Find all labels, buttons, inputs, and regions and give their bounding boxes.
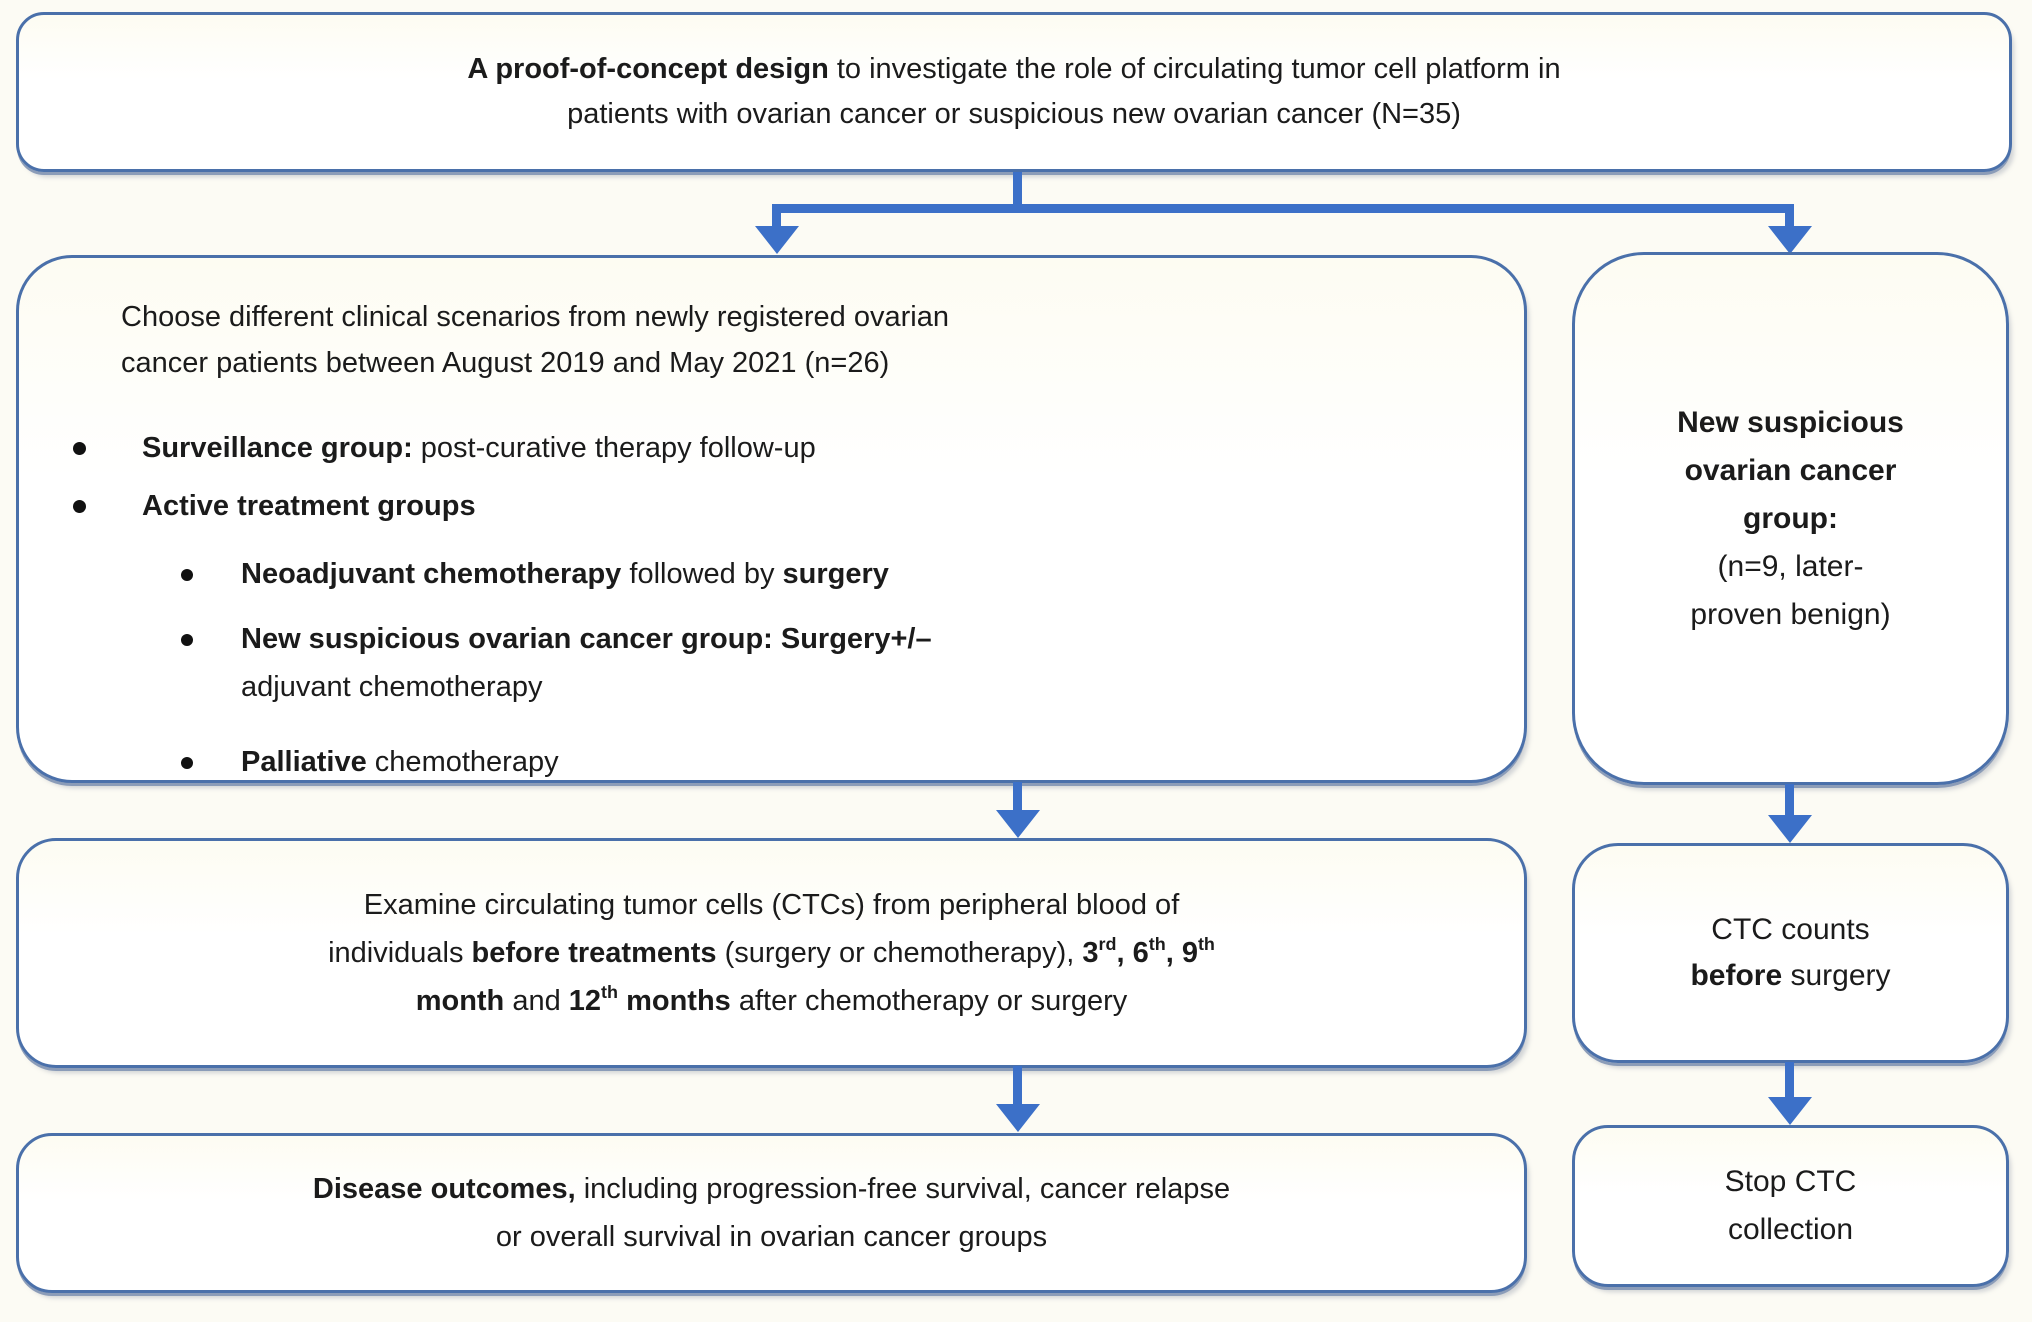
bullet-text: Surveillance group: post-curative therap… <box>142 426 816 471</box>
intro-line-2: cancer patients between August 2019 and … <box>121 347 890 379</box>
suspicious-line: New suspicious <box>1677 405 1904 439</box>
intro-line-1: Choose different clinical scenarios from… <box>121 301 949 333</box>
clinical-scenarios-box: Choose different clinical scenarios from… <box>16 255 1527 783</box>
down-arrowhead-icon <box>1768 226 1812 254</box>
examine-line-1: Examine circulating tumor cells (CTCs) f… <box>363 889 1180 921</box>
bullet-palliative-chemotherapy: Palliative chemotherapy <box>19 740 1524 785</box>
left-flow-connector-stem <box>1013 782 1022 812</box>
branch-connector-left-stub <box>772 204 781 230</box>
suspicious-line: ovarian cancer <box>1684 453 1897 487</box>
bullet-dot-icon <box>181 757 193 769</box>
ctc-counts-line-2: before surgery <box>1690 959 1891 992</box>
outcomes-line-2: or overall survival in ovarian cancer gr… <box>495 1221 1048 1253</box>
outcomes-line-1: Disease outcomes, including progression-… <box>312 1173 1231 1205</box>
proof-of-concept-line-2: patients with ovarian cancer or suspicio… <box>567 98 1461 130</box>
bullet-neoadjuvant-chemotherapy: Neoadjuvant chemotherapy followed by sur… <box>19 552 1524 597</box>
bullet-text: Active treatment groups <box>142 484 476 529</box>
bullet-line: adjuvant chemotherapy <box>241 671 543 703</box>
bullet-surveillance-group: Surveillance group: post-curative therap… <box>19 426 1524 471</box>
down-arrowhead-icon <box>996 810 1040 838</box>
bullet-line: Neoadjuvant chemotherapy followed by sur… <box>241 558 889 590</box>
bullet-dot-icon <box>73 442 86 455</box>
suspicious-line: group: <box>1743 501 1838 535</box>
bullet-line: Surveillance group: post-curative therap… <box>142 432 816 464</box>
branch-connector-bar <box>772 204 1794 213</box>
bullet-text: Palliative chemotherapy <box>241 740 559 785</box>
proof-of-concept-line-1: A proof-of-concept design to investigate… <box>467 53 1561 85</box>
bullet-dot-icon <box>181 569 193 581</box>
ctc-counts-line-1: CTC counts <box>1711 913 1870 946</box>
examine-line-2: individuals before treatments (surgery o… <box>328 933 1215 969</box>
stop-line-2: collection <box>1727 1213 1854 1246</box>
clinical-scenarios-intro: Choose different clinical scenarios from… <box>121 294 1484 386</box>
disease-outcomes-box: Disease outcomes, including progression-… <box>16 1133 1527 1293</box>
branch-connector-right-stub <box>1785 204 1794 230</box>
new-suspicious-group-box: New suspicious ovarian cancer group: (n=… <box>1572 252 2009 785</box>
left-flow-connector-stem-2 <box>1013 1066 1022 1106</box>
bullet-new-suspicious-group: New suspicious ovarian cancer group: Sur… <box>19 617 1524 712</box>
down-arrowhead-icon <box>996 1104 1040 1132</box>
down-arrowhead-icon <box>1768 815 1812 843</box>
bullet-line: New suspicious ovarian cancer group: Sur… <box>241 623 932 655</box>
bullet-active-treatment-groups: Active treatment groups <box>19 484 1524 529</box>
examine-ctcs-box: Examine circulating tumor cells (CTCs) f… <box>16 838 1527 1068</box>
stop-ctc-collection-box: Stop CTC collection <box>1572 1125 2009 1287</box>
right-flow-connector-stem-2 <box>1785 1062 1794 1099</box>
proof-of-concept-box: A proof-of-concept design to investigate… <box>16 12 2012 172</box>
down-arrowhead-icon <box>1768 1097 1812 1125</box>
suspicious-line: (n=9, later- <box>1717 549 1864 583</box>
bullet-text: Neoadjuvant chemotherapy followed by sur… <box>241 552 889 597</box>
bullet-line: Active treatment groups <box>142 490 476 522</box>
right-flow-connector-stem <box>1785 784 1794 817</box>
bullet-dot-icon <box>181 634 193 646</box>
bullet-line: Palliative chemotherapy <box>241 746 559 778</box>
suspicious-line: proven benign) <box>1690 597 1891 631</box>
examine-line-3: month and 12th months after chemotherapy… <box>415 981 1128 1017</box>
bullet-text: New suspicious ovarian cancer group: Sur… <box>241 617 932 712</box>
down-arrowhead-icon <box>755 226 799 254</box>
ctc-counts-before-surgery-box: CTC counts before surgery <box>1572 843 2009 1063</box>
bullet-dot-icon <box>73 500 86 513</box>
stop-line-1: Stop CTC <box>1724 1165 1857 1198</box>
branch-connector-stem <box>1013 172 1022 208</box>
